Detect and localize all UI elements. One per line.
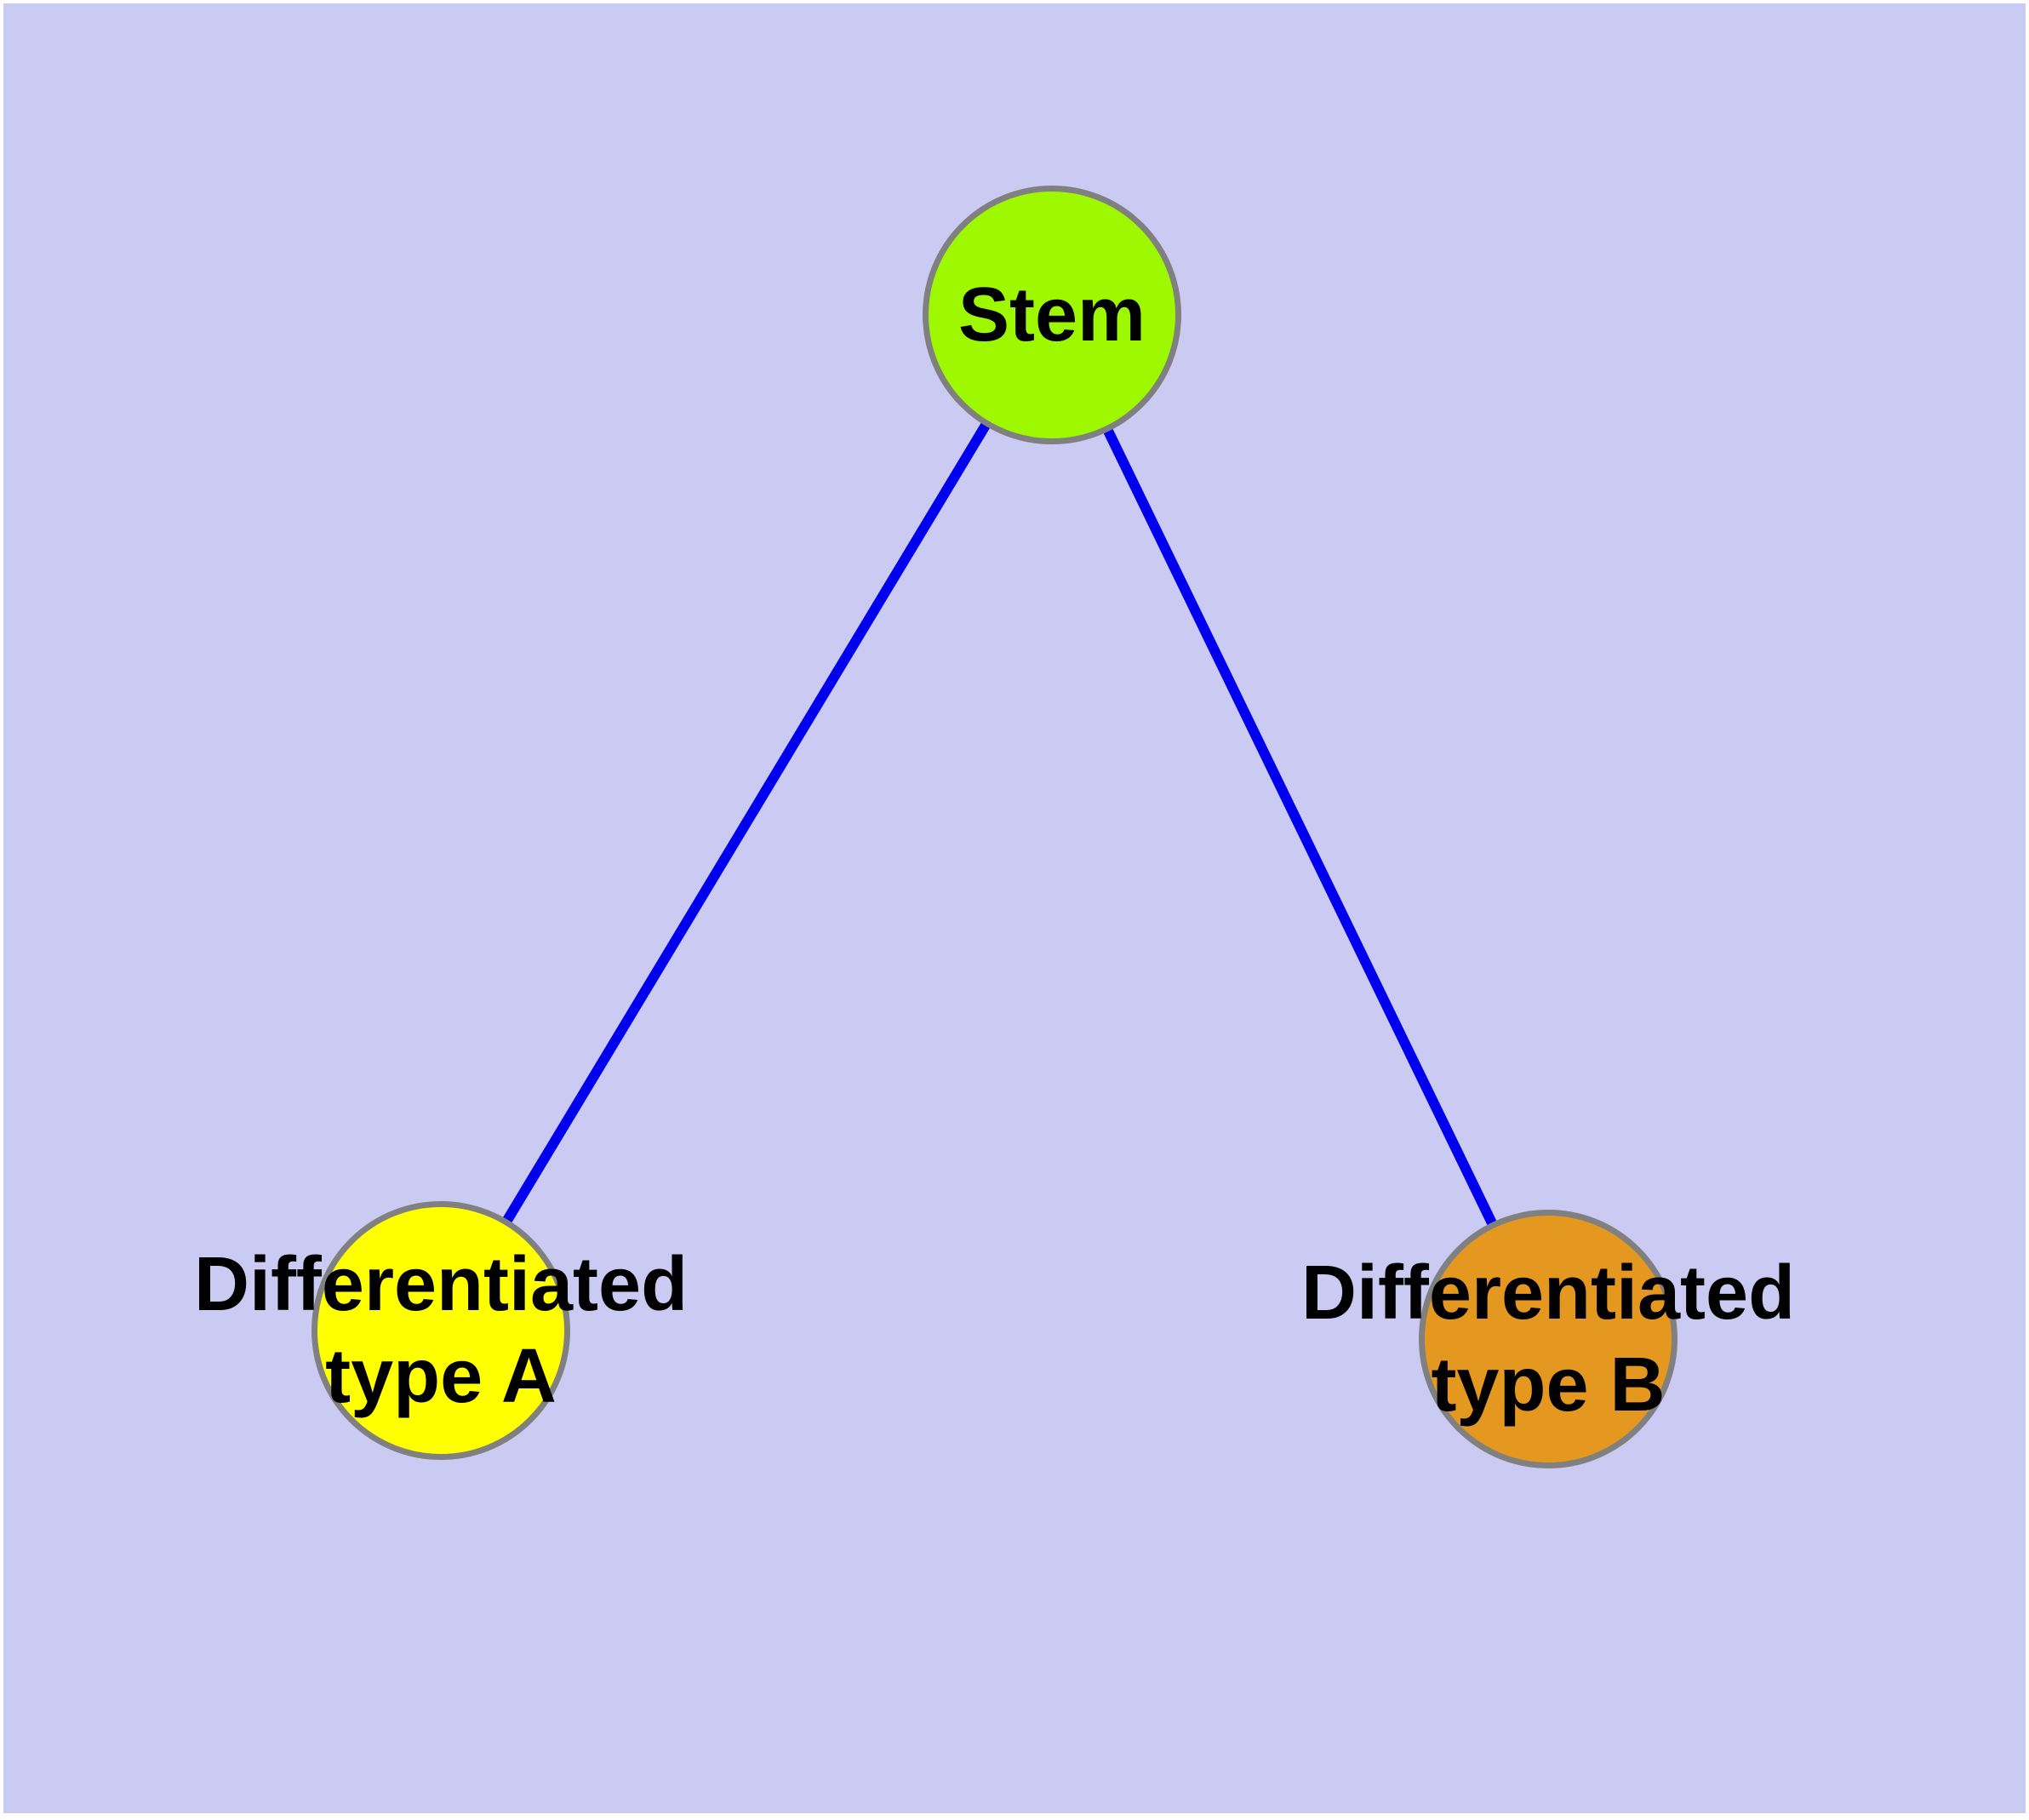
node-differentiated-type-b [1419,1210,1677,1468]
edge-stem-to-type-a [436,312,1057,1334]
node-differentiated-type-a [311,1201,570,1460]
diagram-canvas: Stem Differentiated type A Differentiate… [3,3,2026,1813]
edge-stem-to-type-b [1047,312,1553,1342]
node-stem [923,186,1181,444]
edges-layer [436,312,1553,1342]
